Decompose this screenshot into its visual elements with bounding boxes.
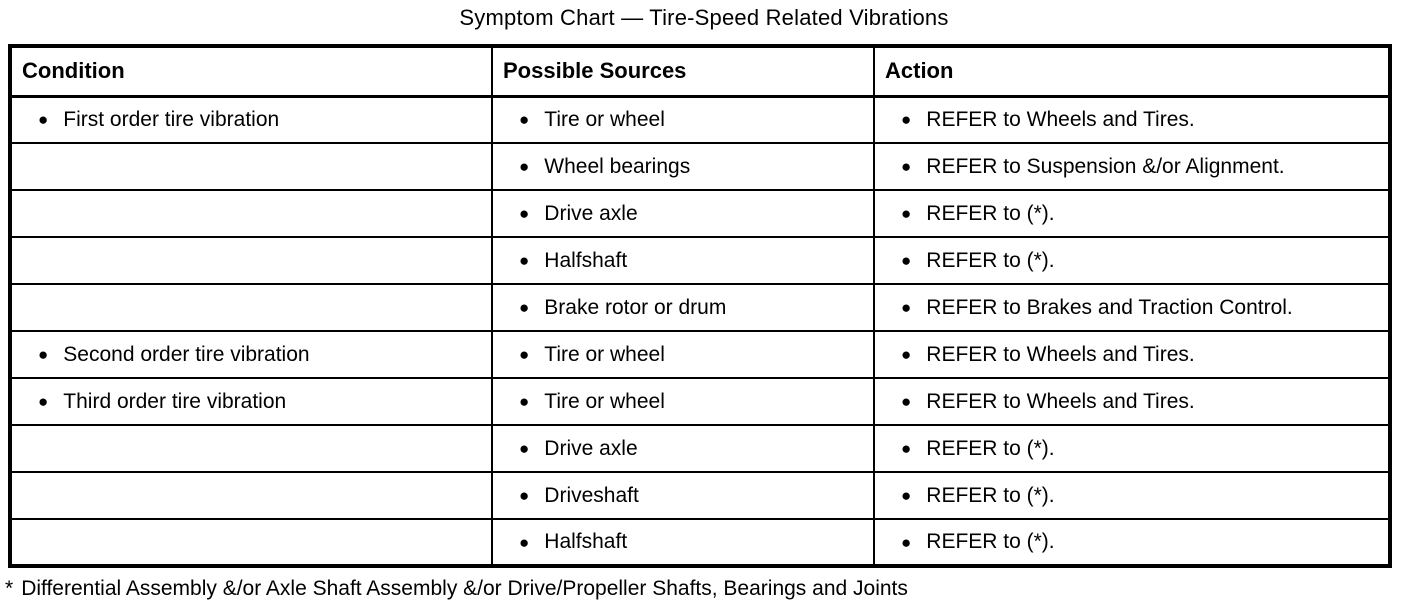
column-header-action: Action [873, 45, 1391, 98]
action-cell: ● REFER to (*). [873, 471, 1391, 520]
condition-text: First order tire vibration [63, 107, 280, 131]
action-text: REFER to (*). [926, 436, 1055, 460]
condition-text: Second order tire vibration [63, 342, 310, 366]
source-text: Halfshaft [544, 248, 628, 272]
source-cell: ● Wheel bearings [491, 142, 875, 191]
source-cell: ● Tire or wheel [491, 95, 875, 144]
table-row: ● Wheel bearings ● REFER to Suspension &… [9, 142, 1391, 191]
action-cell: ● REFER to Wheels and Tires. [873, 377, 1391, 426]
action-text: REFER to (*). [926, 483, 1055, 507]
action-text: REFER to (*). [926, 530, 1055, 553]
action-cell: ● REFER to (*). [873, 236, 1391, 285]
table-body: ● First order tire vibration ● Tire or w… [9, 95, 1391, 567]
action-cell: ● REFER to Suspension &/or Alignment. [873, 142, 1391, 191]
source-text: Drive axle [544, 201, 638, 225]
action-cell: ● REFER to (*). [873, 518, 1391, 567]
bullet-icon: ● [38, 345, 49, 364]
bullet-icon: ● [519, 486, 530, 505]
source-cell: ● Brake rotor or drum [491, 283, 875, 332]
condition-cell: ● Second order tire vibration [9, 330, 493, 379]
source-text: Wheel bearings [544, 154, 691, 178]
action-cell: ● REFER to Brakes and Traction Control. [873, 283, 1391, 332]
action-cell: ● REFER to Wheels and Tires. [873, 95, 1391, 144]
source-cell: ● Halfshaft [491, 518, 875, 567]
condition-cell: ● First order tire vibration [9, 95, 493, 144]
source-text: Driveshaft [544, 483, 639, 507]
table-row: ● Driveshaft ● REFER to (*). [9, 471, 1391, 520]
bullet-icon: ● [519, 204, 530, 223]
action-text: REFER to (*). [926, 201, 1055, 225]
condition-text: Third order tire vibration [63, 389, 287, 413]
bullet-icon: ● [901, 251, 912, 270]
source-text: Halfshaft [544, 530, 628, 553]
bullet-icon: ● [519, 345, 530, 364]
column-header-possible-sources: Possible Sources [491, 45, 875, 98]
condition-cell-empty [9, 283, 493, 332]
source-cell: ● Driveshaft [491, 471, 875, 520]
bullet-icon: ● [38, 392, 49, 411]
bullet-icon: ● [901, 110, 912, 130]
footnote: * Differential Assembly &/or Axle Shaft A… [5, 577, 1408, 601]
bullet-icon: ● [519, 439, 530, 458]
table-row: ● Halfshaft ● REFER to (*). [9, 518, 1391, 567]
action-cell: ● REFER to (*). [873, 424, 1391, 473]
action-text: REFER to (*). [926, 248, 1055, 272]
source-text: Tire or wheel [544, 389, 665, 413]
condition-cell-empty [9, 189, 493, 238]
column-header-condition: Condition [9, 45, 493, 98]
action-text: REFER to Wheels and Tires. [926, 342, 1195, 366]
condition-cell: ● Third order tire vibration [9, 377, 493, 426]
bullet-icon: ● [901, 157, 912, 176]
source-text: Brake rotor or drum [544, 295, 727, 319]
bullet-icon: ● [519, 251, 530, 270]
page-title: Symptom Chart — Tire-Speed Related Vibra… [459, 5, 949, 30]
source-cell: ● Drive axle [491, 189, 875, 238]
bullet-icon: ● [519, 532, 530, 552]
bullet-icon: ● [901, 345, 912, 364]
condition-cell-empty [9, 236, 493, 285]
action-text: REFER to Wheels and Tires. [926, 107, 1195, 131]
footnote-marker: * [5, 577, 14, 600]
bullet-icon: ● [38, 110, 49, 130]
condition-cell-empty [9, 471, 493, 520]
bullet-icon: ● [519, 110, 530, 130]
action-text: REFER to Wheels and Tires. [926, 389, 1195, 413]
table-row: ● First order tire vibration ● Tire or w… [9, 95, 1391, 144]
source-cell: ● Halfshaft [491, 236, 875, 285]
bullet-icon: ● [901, 439, 912, 458]
symptom-chart-table: Condition Possible Sources Action ● Firs… [8, 44, 1392, 568]
source-cell: ● Drive axle [491, 424, 875, 473]
source-text: Tire or wheel [544, 107, 665, 131]
action-cell: ● REFER to Wheels and Tires. [873, 330, 1391, 379]
bullet-icon: ● [519, 157, 530, 176]
action-cell: ● REFER to (*). [873, 189, 1391, 238]
table-row: ● Halfshaft ● REFER to (*). [9, 236, 1391, 285]
action-text: REFER to Brakes and Traction Control. [926, 295, 1293, 319]
source-cell: ● Tire or wheel [491, 377, 875, 426]
bullet-icon: ● [519, 392, 530, 411]
bullet-icon: ● [901, 298, 912, 317]
table-row: ● Drive axle ● REFER to (*). [9, 189, 1391, 238]
action-text: REFER to Suspension &/or Alignment. [926, 154, 1285, 178]
header-row: Condition Possible Sources Action [9, 45, 1391, 98]
bullet-icon: ● [901, 392, 912, 411]
source-text: Drive axle [544, 436, 638, 460]
condition-cell-empty [9, 424, 493, 473]
source-cell: ● Tire or wheel [491, 330, 875, 379]
bullet-icon: ● [901, 486, 912, 505]
source-text: Tire or wheel [544, 342, 665, 366]
condition-cell-empty [9, 518, 493, 567]
footnote-text: Differential Assembly &/or Axle Shaft As… [21, 577, 908, 600]
bullet-icon: ● [901, 532, 912, 552]
condition-cell-empty [9, 142, 493, 191]
table-row: ● Third order tire vibration ● Tire or w… [9, 377, 1391, 426]
bullet-icon: ● [519, 298, 530, 317]
table-row: ● Drive axle ● REFER to (*). [9, 424, 1391, 473]
table-row: ● Second order tire vibration ● Tire or … [9, 330, 1391, 379]
table-row: ● Brake rotor or drum ● REFER to Brakes … [9, 283, 1391, 332]
bullet-icon: ● [901, 204, 912, 223]
